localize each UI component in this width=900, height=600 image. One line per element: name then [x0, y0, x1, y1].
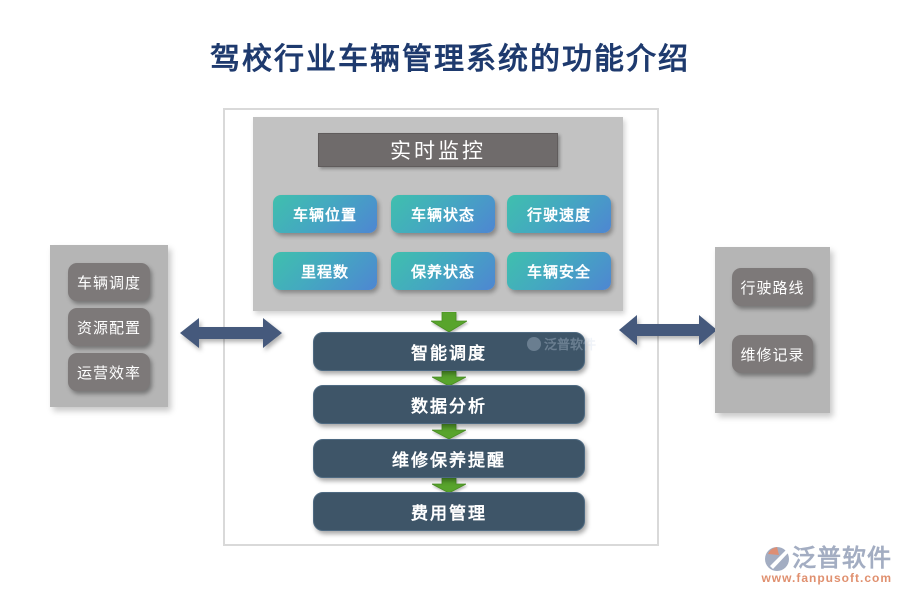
footer-brand: 泛普软件 www.fanpusoft.com [761, 546, 892, 585]
right-double-arrow-icon [619, 315, 717, 345]
left-benefit-panel: 车辆调度 资源配置 运营效率 [50, 245, 168, 407]
monitor-header: 实时监控 [318, 133, 558, 167]
down-arrow-icon [432, 424, 466, 439]
monitor-item-vehicle-safety: 车辆安全 [507, 252, 611, 290]
left-item-operation-efficiency: 运营效率 [68, 353, 150, 391]
brand-row: 泛普软件 [764, 546, 892, 572]
down-arrow-icon [432, 478, 466, 493]
page-title: 驾校行业车辆管理系统的功能介绍 [210, 43, 690, 76]
brand-url: www.fanpusoft.com [761, 571, 892, 585]
flow-step-intelligent-dispatch: 智能调度 [313, 332, 585, 371]
left-item-resource-allocation: 资源配置 [68, 308, 150, 346]
monitor-item-vehicle-status: 车辆状态 [391, 195, 495, 233]
monitor-item-maintenance-status: 保养状态 [391, 252, 495, 290]
right-item-maintenance-record: 维修记录 [732, 335, 813, 373]
right-record-panel: 行驶路线 维修记录 [715, 247, 830, 413]
monitor-item-driving-speed: 行驶速度 [507, 195, 611, 233]
down-arrow-icon [431, 312, 467, 332]
left-double-arrow-icon [180, 318, 282, 348]
right-item-driving-route: 行驶路线 [732, 268, 813, 306]
left-item-vehicle-dispatch: 车辆调度 [68, 263, 150, 301]
down-arrow-icon [432, 371, 466, 386]
flow-step-cost-management: 费用管理 [313, 492, 585, 531]
monitor-item-mileage: 里程数 [273, 252, 377, 290]
fanpu-logo-icon [765, 547, 789, 571]
flow-step-data-analysis: 数据分析 [313, 385, 585, 424]
monitor-item-vehicle-location: 车辆位置 [273, 195, 377, 233]
flow-step-maintenance-reminder: 维修保养提醒 [313, 439, 585, 478]
brand-name: 泛普软件 [792, 546, 892, 572]
